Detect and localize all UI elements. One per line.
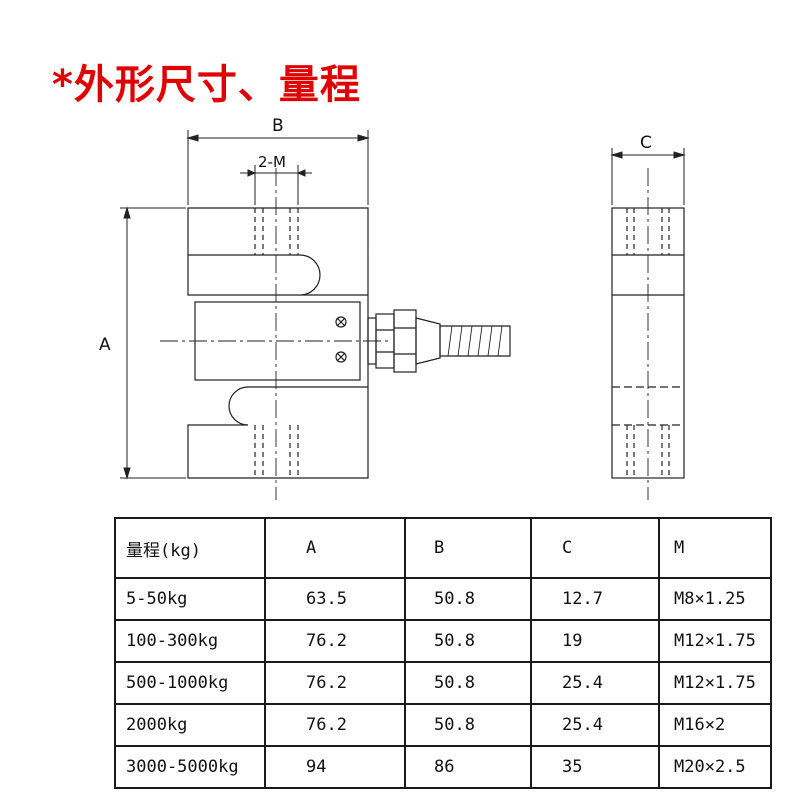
table-cell: 25.4 [530, 661, 660, 705]
table-header-cell: A [264, 517, 406, 579]
table-cell: M16×2 [658, 703, 772, 747]
table-cell: 63.5 [264, 577, 406, 621]
front-view-outline [187, 207, 369, 479]
table-cell: M12×1.75 [658, 661, 772, 705]
dim-label-thread: 2-M [258, 153, 286, 171]
table-cell: 3000-5000kg [114, 745, 266, 789]
table-cell: 76.2 [264, 661, 406, 705]
table-row: 100-300kg 76.2 50.8 19 M12×1.75 [114, 619, 772, 663]
screw-icon [335, 351, 347, 363]
table-header-cell: M [658, 517, 772, 579]
table-cell: M20×2.5 [658, 745, 772, 789]
table-cell: 100-300kg [114, 619, 266, 663]
table-row: 500-1000kg 76.2 50.8 25.4 M12×1.75 [114, 661, 772, 705]
dim-label-c: C [640, 133, 652, 153]
table-cell: 50.8 [404, 577, 532, 621]
cable-gland [367, 309, 511, 373]
table-cell: 50.8 [404, 619, 532, 663]
table-cell: 94 [264, 745, 406, 789]
table-cell: 25.4 [530, 703, 660, 747]
table-header-cell: C [530, 517, 660, 579]
table-cell: 500-1000kg [114, 661, 266, 705]
table-cell: 50.8 [404, 661, 532, 705]
table-row: 3000-5000kg 94 86 35 M20×2.5 [114, 745, 772, 789]
load-cell-drawing: B 2-M A C [99, 116, 686, 500]
table-header-cell: 量程(kg) [114, 517, 266, 579]
table-row: 5-50kg 63.5 50.8 12.7 M8×1.25 [114, 577, 772, 621]
screw-icon [335, 316, 347, 328]
table-cell: 76.2 [264, 703, 406, 747]
table-header-cell: B [404, 517, 532, 579]
table-header-row: 量程(kg) A B C M [114, 517, 772, 579]
table-cell: 12.7 [530, 577, 660, 621]
table-cell: 76.2 [264, 619, 406, 663]
table-cell: 35 [530, 745, 660, 789]
table-cell: M12×1.75 [658, 619, 772, 663]
table-cell: M8×1.25 [658, 577, 772, 621]
table-cell: 5-50kg [114, 577, 266, 621]
dim-label-a: A [99, 335, 111, 355]
table-cell: 2000kg [114, 703, 266, 747]
table-cell: 50.8 [404, 703, 532, 747]
table-cell: 86 [404, 745, 532, 789]
table-cell: 19 [530, 619, 660, 663]
spec-table: 量程(kg) A B C M 5-50kg 63.5 50.8 12.7 M8×… [114, 517, 772, 789]
table-row: 2000kg 76.2 50.8 25.4 M16×2 [114, 703, 772, 747]
dim-label-b: B [272, 116, 284, 136]
page-title: *外形尺寸、量程 [52, 62, 361, 108]
